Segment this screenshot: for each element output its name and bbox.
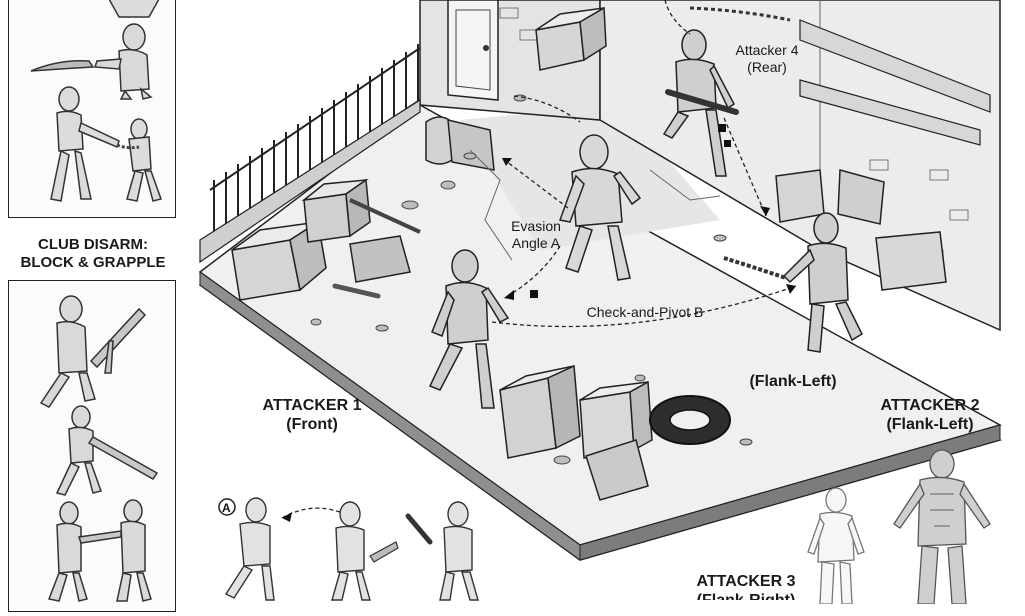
- outline-figure: [807, 487, 865, 604]
- chain-weapon: [723, 256, 787, 280]
- club-icon: [89, 307, 147, 369]
- left-top-panel: [8, 0, 176, 218]
- rubble-block: [775, 169, 825, 223]
- tire-icon: [649, 395, 731, 445]
- evasion-angle-label: Evasion Angle A: [511, 218, 561, 251]
- defender-figure: [558, 134, 642, 281]
- isometric-alley-scene: [198, 0, 1002, 561]
- attacker-2-label: ATTACKER 2 (Flank-Left): [880, 397, 980, 434]
- marker-a-text: A: [222, 501, 231, 515]
- door: [447, 0, 499, 101]
- club-disarm-panel: [8, 280, 176, 612]
- club-disarm-illustration: [39, 295, 159, 602]
- rubble-block: [585, 439, 649, 501]
- attacker-1-figure: [428, 249, 510, 409]
- rubble-block: [875, 231, 947, 291]
- club-disarm-heading: CLUB DISARM: BLOCK & GRAPPLE: [20, 236, 166, 271]
- flank-left-inline-label: (Flank-Left): [749, 373, 837, 390]
- muscle-figure: [893, 449, 991, 604]
- knife-disarm-illustration: [30, 0, 162, 202]
- crate: [499, 377, 557, 459]
- crate: [303, 193, 351, 243]
- attacker-4-label: Attacker 4 (Rear): [735, 42, 799, 75]
- knife-icon: [30, 59, 95, 72]
- rubble-block: [837, 169, 885, 225]
- anatomy-figures: [807, 449, 991, 604]
- marker-a-icon: [218, 498, 236, 516]
- club-icon: [405, 513, 433, 545]
- check-and-pivot-label: Check-and-Pivot B: [586, 304, 704, 320]
- attacker-1-label: ATTACKER 1 (Front): [262, 397, 362, 434]
- attacker-3-label: ATTACKER 3 (Flank-Right): [696, 573, 796, 600]
- knife-icon: [369, 541, 399, 563]
- attacker-2-figure: [782, 212, 863, 353]
- club-icon: [665, 89, 739, 115]
- bottom-figure-strip: A: [218, 497, 479, 601]
